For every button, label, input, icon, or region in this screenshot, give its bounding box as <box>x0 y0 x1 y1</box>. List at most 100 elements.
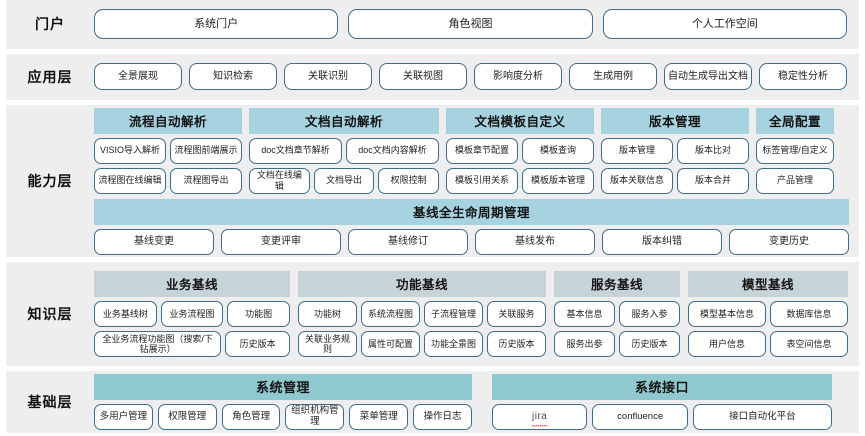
application-item-3[interactable]: 关联视图 <box>379 63 467 91</box>
layer-portal: 门户 系统门户 角色视图 个人工作空间 <box>6 0 859 49</box>
knowledge-row: 模型基本信息 数据库信息 <box>688 301 848 328</box>
capability-group-version-header: 版本管理 <box>601 107 749 134</box>
knowledge-service-item-1[interactable]: 服务入参 <box>619 301 680 328</box>
foundation-system-item-1[interactable]: 权限管理 <box>157 404 217 430</box>
knowledge-business-item-2[interactable]: 功能图 <box>227 301 291 328</box>
capability-template-item-0[interactable]: 模板章节配置 <box>446 137 518 164</box>
knowledge-business-item-0[interactable]: 业务基线树 <box>94 301 157 328</box>
knowledge-function-item-0[interactable]: 功能树 <box>298 301 357 328</box>
knowledge-model-item-1[interactable]: 数据库信息 <box>770 301 848 328</box>
application-item-2[interactable]: 关联识别 <box>284 63 372 91</box>
application-item-4[interactable]: 影响度分析 <box>474 63 562 91</box>
application-item-5[interactable]: 生成用例 <box>569 63 657 91</box>
lifecycle-item-5[interactable]: 变更历史 <box>729 228 849 255</box>
application-item-0[interactable]: 全景展现 <box>94 63 182 91</box>
capability-group-version: 版本管理 版本管理 版本比对 版本关联信息 版本合并 <box>601 107 749 194</box>
knowledge-business-item-4[interactable]: 历史版本 <box>225 331 290 358</box>
layer-knowledge-body: 业务基线 业务基线树 业务流程图 功能图 全业务流程功能图（搜索/下钻展示） 历… <box>94 265 859 363</box>
knowledge-business-item-3[interactable]: 全业务流程功能图（搜索/下钻展示） <box>94 331 222 358</box>
lifecycle-item-2[interactable]: 基线修订 <box>348 228 468 255</box>
knowledge-service-item-2[interactable]: 服务出参 <box>554 331 615 358</box>
capability-group-flow-rows: VISIO导入解析 流程图前端展示 流程图在线编辑 流程图导出 <box>94 137 242 194</box>
capability-group-document-header: 文档自动解析 <box>249 107 439 134</box>
capability-group-global-config-header: 全局配置 <box>756 107 834 134</box>
knowledge-model-item-0[interactable]: 模型基本信息 <box>688 301 766 328</box>
capability-lifecycle-row: 基线变更 变更评审 基线修订 基线发布 版本纠错 变更历史 <box>94 228 849 255</box>
foundation-system-interface-header: 系统接口 <box>492 374 832 400</box>
capability-group-document: 文档自动解析 doc文档章节解析 doc文档内容解析 文档在线编辑 文档导出 权… <box>249 107 440 194</box>
capability-document-item-4[interactable]: 权限控制 <box>378 167 440 194</box>
knowledge-group-model-rows: 模型基本信息 数据库信息 用户信息 表空间信息 <box>688 301 848 358</box>
knowledge-function-item-2[interactable]: 子流程管理 <box>424 301 483 328</box>
application-item-7[interactable]: 稳定性分析 <box>759 63 847 91</box>
knowledge-model-item-2[interactable]: 用户信息 <box>688 331 766 358</box>
capability-row: 模板章节配置 模板查询 <box>446 137 594 164</box>
capability-group-template: 文档模板自定义 模板章节配置 模板查询 模板引用关系 模板版本管理 <box>446 107 594 194</box>
foundation-system-item-4[interactable]: 菜单管理 <box>349 404 409 430</box>
capability-flow-item-1[interactable]: 流程图前端展示 <box>170 137 242 164</box>
knowledge-function-item-7[interactable]: 历史版本 <box>487 331 546 358</box>
layer-application: 应用层 全景展现 知识检索 关联识别 关联视图 影响度分析 生成用例 自动生成导… <box>6 53 859 101</box>
application-item-6[interactable]: 自动生成导出文档 <box>664 63 752 91</box>
capability-document-item-2[interactable]: 文档在线编辑 <box>249 167 310 194</box>
portal-item-0[interactable]: 系统门户 <box>94 9 339 40</box>
capability-template-item-1[interactable]: 模板查询 <box>522 137 594 164</box>
capability-group-template-header: 文档模板自定义 <box>446 107 594 134</box>
capability-version-item-2[interactable]: 版本关联信息 <box>601 167 673 194</box>
capability-document-item-0[interactable]: doc文档章节解析 <box>249 137 342 164</box>
capability-flow-item-2[interactable]: 流程图在线编辑 <box>94 167 166 194</box>
knowledge-group-service: 服务基线 基本信息 服务入参 服务出参 历史版本 <box>554 271 680 358</box>
layer-label-portal: 门户 <box>35 16 65 33</box>
capability-version-item-3[interactable]: 版本合并 <box>677 167 749 194</box>
capability-version-item-1[interactable]: 版本比对 <box>677 137 749 164</box>
capability-document-item-1[interactable]: doc文档内容解析 <box>346 137 439 164</box>
knowledge-group-service-header: 服务基线 <box>554 271 680 298</box>
capability-flow-item-3[interactable]: 流程图导出 <box>170 167 242 194</box>
foundation-system-item-2[interactable]: 角色管理 <box>221 404 281 430</box>
capability-global-config-item-0[interactable]: 标签管理/自定义 <box>756 137 834 164</box>
layer-knowledge: 知识层 业务基线 业务基线树 业务流程图 功能图 全业务流程功能图（搜索/下钻展… <box>6 262 859 366</box>
capability-group-flow-header: 流程自动解析 <box>94 107 242 134</box>
application-item-1[interactable]: 知识检索 <box>189 63 277 91</box>
capability-group-global-config-rows: 标签管理/自定义 产品管理 <box>756 137 834 194</box>
portal-item-1[interactable]: 角色视图 <box>348 9 593 40</box>
knowledge-function-item-6[interactable]: 功能全景图 <box>424 331 483 358</box>
layer-label-knowledge: 知识层 <box>27 306 73 323</box>
knowledge-function-item-5[interactable]: 属性可配置 <box>361 331 420 358</box>
knowledge-business-item-1[interactable]: 业务流程图 <box>160 301 224 328</box>
capability-global-config-item-1[interactable]: 产品管理 <box>756 167 834 194</box>
capability-template-item-3[interactable]: 模板版本管理 <box>522 167 594 194</box>
lifecycle-item-1[interactable]: 变更评审 <box>221 228 341 255</box>
capability-group-document-rows: doc文档章节解析 doc文档内容解析 文档在线编辑 文档导出 权限控制 <box>249 137 440 194</box>
foundation-interface-item-confluence[interactable]: confluence <box>592 404 688 430</box>
foundation-interface-item-jira[interactable]: jira <box>492 404 588 430</box>
capability-group-flow: 流程自动解析 VISIO导入解析 流程图前端展示 流程图在线编辑 流程图导出 <box>94 107 242 194</box>
capability-group-version-rows: 版本管理 版本比对 版本关联信息 版本合并 <box>601 137 749 194</box>
layer-label-application: 应用层 <box>27 68 73 85</box>
capability-document-item-3[interactable]: 文档导出 <box>313 167 375 194</box>
knowledge-function-item-4[interactable]: 关联业务规则 <box>298 331 357 358</box>
knowledge-service-item-0[interactable]: 基本信息 <box>554 301 615 328</box>
foundation-interface-item-api-platform[interactable]: 接口自动化平台 <box>692 404 832 430</box>
capability-flow-item-0[interactable]: VISIO导入解析 <box>94 137 166 164</box>
knowledge-row: 基本信息 服务入参 <box>554 301 680 328</box>
lifecycle-item-0[interactable]: 基线变更 <box>94 228 214 255</box>
knowledge-row: 服务出参 历史版本 <box>554 331 680 358</box>
capability-template-item-2[interactable]: 模板引用关系 <box>446 167 518 194</box>
foundation-system-item-3[interactable]: 组织机构管理 <box>285 404 345 430</box>
knowledge-function-item-3[interactable]: 关联服务 <box>487 301 546 328</box>
lifecycle-item-4[interactable]: 版本纠错 <box>602 228 722 255</box>
foundation-system-item-0[interactable]: 多用户管理 <box>94 404 153 430</box>
knowledge-group-business-rows: 业务基线树 业务流程图 功能图 全业务流程功能图（搜索/下钻展示） 历史版本 <box>94 301 291 358</box>
knowledge-model-item-3[interactable]: 表空间信息 <box>770 331 848 358</box>
layer-foundation-body: 系统管理 多用户管理 权限管理 角色管理 组织机构管理 菜单管理 操作日志 系统… <box>94 368 859 436</box>
portal-item-2[interactable]: 个人工作空间 <box>602 9 847 40</box>
lifecycle-item-3[interactable]: 基线发布 <box>475 228 595 255</box>
jira-logo-icon: jira <box>532 411 548 427</box>
knowledge-service-item-3[interactable]: 历史版本 <box>619 331 680 358</box>
knowledge-function-item-1[interactable]: 系统流程图 <box>361 301 420 328</box>
foundation-system-item-5[interactable]: 操作日志 <box>413 404 472 430</box>
capability-groups: 流程自动解析 VISIO导入解析 流程图前端展示 流程图在线编辑 流程图导出 <box>94 107 849 194</box>
capability-version-item-0[interactable]: 版本管理 <box>601 137 673 164</box>
capability-lifecycle: 基线全生命周期管理 基线变更 变更评审 基线修订 基线发布 版本纠错 变更历史 <box>94 198 849 255</box>
